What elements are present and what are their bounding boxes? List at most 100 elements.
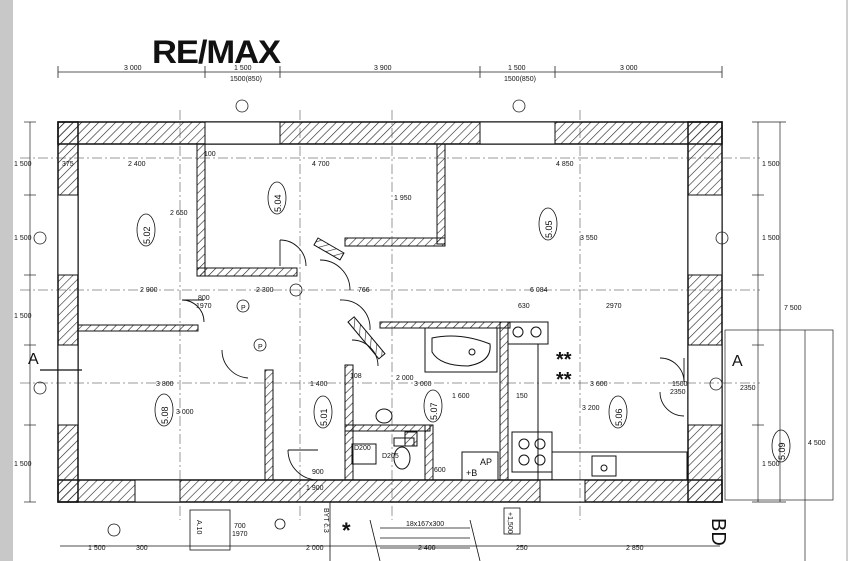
dim-r: 1 600 (452, 393, 470, 400)
top-dim-2: 1 500 (234, 65, 252, 72)
dim-z: 1970 (196, 303, 212, 310)
dim-c: 4 850 (556, 161, 574, 168)
dim-f: 3 550 (580, 235, 598, 242)
right-dimension-line (724, 121, 834, 561)
dim-q: 3 000 (414, 381, 432, 388)
dim-k: 630 (518, 303, 530, 310)
dim-g: 2 900 (140, 287, 158, 294)
room-5-07: 5.07 (429, 402, 439, 420)
right-dim-2: 1 500 (762, 235, 780, 242)
dim-s: 3 600 (590, 381, 608, 388)
dim-l: 2970 (606, 303, 622, 310)
bathtub (424, 327, 498, 373)
window-tag-top-left (235, 99, 249, 113)
dim-t: 3 200 (582, 405, 600, 412)
window-tag-top-right (512, 99, 526, 113)
left-dim-4: 1 500 (14, 461, 32, 468)
room-5-04: 5.04 (273, 194, 283, 212)
interior-walls (77, 143, 511, 481)
d205-label: D205 (382, 453, 399, 460)
a10-label: A.10 (195, 520, 202, 535)
left-scroll-strip (0, 0, 13, 561)
dim-y: 800 (198, 295, 210, 302)
dim-o: 1 400 (310, 381, 328, 388)
bottom-dim-1: 1 500 (88, 545, 106, 552)
dim-w: 375 (62, 161, 74, 168)
door-tag-2 (253, 338, 267, 352)
ap-box (461, 451, 499, 481)
left-dim-3: 1 500 (14, 313, 32, 320)
room-5-08: 5.08 (160, 406, 170, 424)
door-tag-3 (289, 283, 303, 297)
dim-v: 100 (204, 151, 216, 158)
top-dim-5: 3 000 (620, 65, 638, 72)
window-tag-right-1 (715, 231, 729, 245)
section-a-left: A (28, 351, 39, 368)
dim-m: 3 800 (156, 381, 174, 388)
dim-aa: 1500 (672, 381, 688, 388)
top-dimension-line (57, 66, 723, 78)
kitchen-counter (507, 321, 688, 481)
remax-logo: RE/MAX (152, 34, 281, 70)
dim-x: 108 (350, 373, 362, 380)
left-dimension-line (24, 121, 36, 503)
outer-walls (57, 121, 723, 503)
ap-label: AP (480, 457, 492, 467)
room-5-09: 5.09 (777, 442, 787, 460)
door-tag-1-label: P (241, 305, 246, 312)
asterisk-mark: * (342, 518, 351, 543)
dim-b: 4 700 (312, 161, 330, 168)
dim-a: 2 400 (128, 161, 146, 168)
level-label: +1,500 (506, 512, 513, 534)
window-tag-right-2 (709, 377, 723, 391)
bottom-dim-2: 2 000 (306, 545, 324, 552)
bottom-dim-5: 2 850 (626, 545, 644, 552)
bottom-area (60, 502, 720, 561)
bottom-dim-8: 1970 (232, 531, 248, 538)
dim-ab: 2350 (670, 389, 686, 396)
bottom-dim-7: 700 (234, 523, 246, 530)
right-dim-6: 4 500 (808, 440, 826, 447)
top-dim-1: 3 000 (124, 65, 142, 72)
stars-label-2: ** (556, 369, 572, 391)
right-dim-1: 1 500 (762, 161, 780, 168)
dim-d: 2 650 (170, 210, 188, 217)
room-tags (136, 181, 791, 463)
byt-label: BYT č.3 (322, 508, 329, 533)
dim-i: 766 (358, 287, 370, 294)
dim-j: 6 084 (530, 287, 548, 294)
stars-label: ** (556, 349, 572, 371)
d200-label: D200 (354, 445, 371, 452)
window-tag-left-1 (33, 231, 47, 245)
stairs-label: 18x167x300 (406, 521, 444, 528)
bathroom-fixtures (351, 408, 418, 470)
top-dim-4: 1 500 (508, 65, 526, 72)
right-dim-4: 7 500 (784, 305, 802, 312)
window-tag-left-2 (33, 381, 47, 395)
bd-label: BD (707, 518, 729, 546)
room-5-01: 5.01 (319, 408, 329, 426)
dim-ad: 1 900 (306, 485, 324, 492)
door-tag-2-label: P (258, 344, 263, 351)
bottom-dim-3: 2 400 (418, 545, 436, 552)
right-dim-3: 1 500 (762, 461, 780, 468)
dim-ae: 600 (434, 467, 446, 474)
door-swings (181, 239, 685, 481)
section-a-right: A (732, 353, 743, 370)
room-5-06: 5.06 (614, 408, 624, 426)
top-dim-2b: 1500(850) (230, 76, 262, 83)
left-dim-1: 1 500 (14, 161, 32, 168)
grid-lines (20, 110, 760, 520)
top-dim-3: 3 900 (374, 65, 392, 72)
pb-label: +B (466, 468, 477, 478)
room-5-05: 5.05 (544, 220, 554, 238)
dim-e: 1 950 (394, 195, 412, 202)
dim-ac: 900 (312, 469, 324, 476)
room-5-02: 5.02 (142, 226, 152, 244)
dim-u: 150 (516, 393, 528, 400)
bottom-dim-6: 300 (136, 545, 148, 552)
bottom-dim-4: 250 (516, 545, 528, 552)
left-dim-2: 1 500 (14, 235, 32, 242)
